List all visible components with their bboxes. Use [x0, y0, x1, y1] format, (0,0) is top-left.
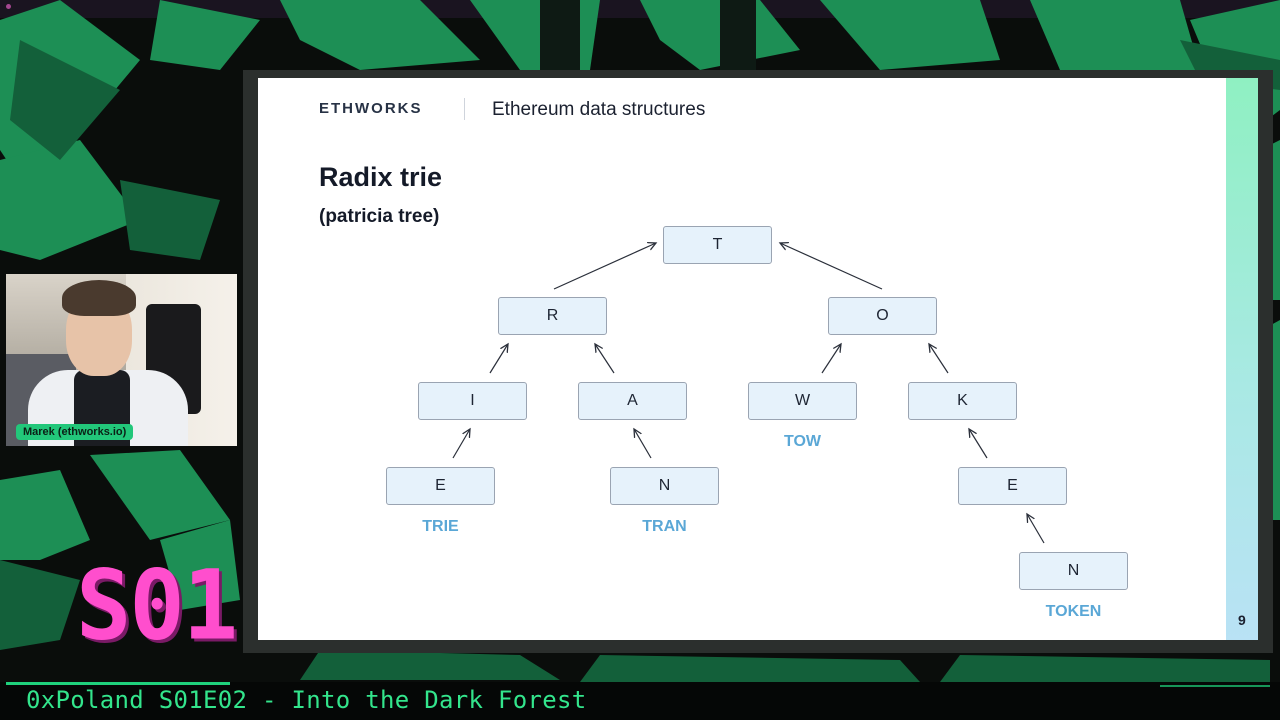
- trie-node-i: I: [418, 382, 527, 420]
- trie-node-t: T: [663, 226, 772, 264]
- edge-e-to-i: [452, 429, 470, 459]
- edge-o-to-t: [780, 243, 883, 290]
- trie-node-e-token: E: [958, 467, 1067, 505]
- presenter-webcam: Marek (ethworks.io): [6, 274, 237, 446]
- word-label-tow: TOW: [783, 433, 822, 450]
- edge-a-to-r: [595, 344, 615, 374]
- edge-k-to-o: [929, 344, 949, 374]
- recording-dot-icon: [6, 4, 11, 9]
- word-label-token: TOKEN: [1045, 603, 1102, 620]
- trie-node-r: R: [498, 297, 607, 335]
- presentation-slide: ETHWORKS Ethereum data structures Radix …: [258, 78, 1258, 640]
- trie-node-k: K: [908, 382, 1017, 420]
- episode-title: 0xPoland S01E02 - Into the Dark Forest: [26, 686, 587, 714]
- edge-e-to-k: [969, 429, 988, 459]
- edge-i-to-r: [489, 344, 508, 374]
- edge-r-to-t: [553, 243, 656, 290]
- trie-node-n-tran: N: [610, 467, 719, 505]
- deck-title: Ethereum data structures: [492, 99, 706, 120]
- trie-node-e-trie: E: [386, 467, 495, 505]
- trie-node-n-token: N: [1019, 552, 1128, 590]
- presenter-hair: [62, 280, 136, 316]
- slide-side-stripe: [1226, 78, 1258, 640]
- slide-subheading: (patricia tree): [319, 206, 440, 227]
- slide-page-number: 9: [1238, 612, 1246, 628]
- word-label-trie: TRIE: [422, 518, 459, 535]
- trie-edges: [452, 78, 1045, 544]
- title-bar-accent-line-right: [1160, 685, 1270, 687]
- slide-heading: Radix trie: [319, 162, 443, 192]
- edge-w-to-o: [821, 344, 841, 374]
- word-label-tran: TRAN: [642, 518, 687, 535]
- presenter-name-tag: Marek (ethworks.io): [16, 424, 134, 440]
- edge-n-to-a: [634, 429, 652, 459]
- title-bar-accent-line: [6, 682, 230, 685]
- trie-node-o: O: [828, 297, 937, 335]
- brand-logo: ETHWORKS: [319, 100, 423, 117]
- trie-node-a: A: [578, 382, 687, 420]
- episode-title-bar: [0, 682, 1280, 720]
- edge-n-to-e: [1027, 514, 1045, 544]
- header-divider: [464, 98, 465, 120]
- trie-node-w: W: [748, 382, 857, 420]
